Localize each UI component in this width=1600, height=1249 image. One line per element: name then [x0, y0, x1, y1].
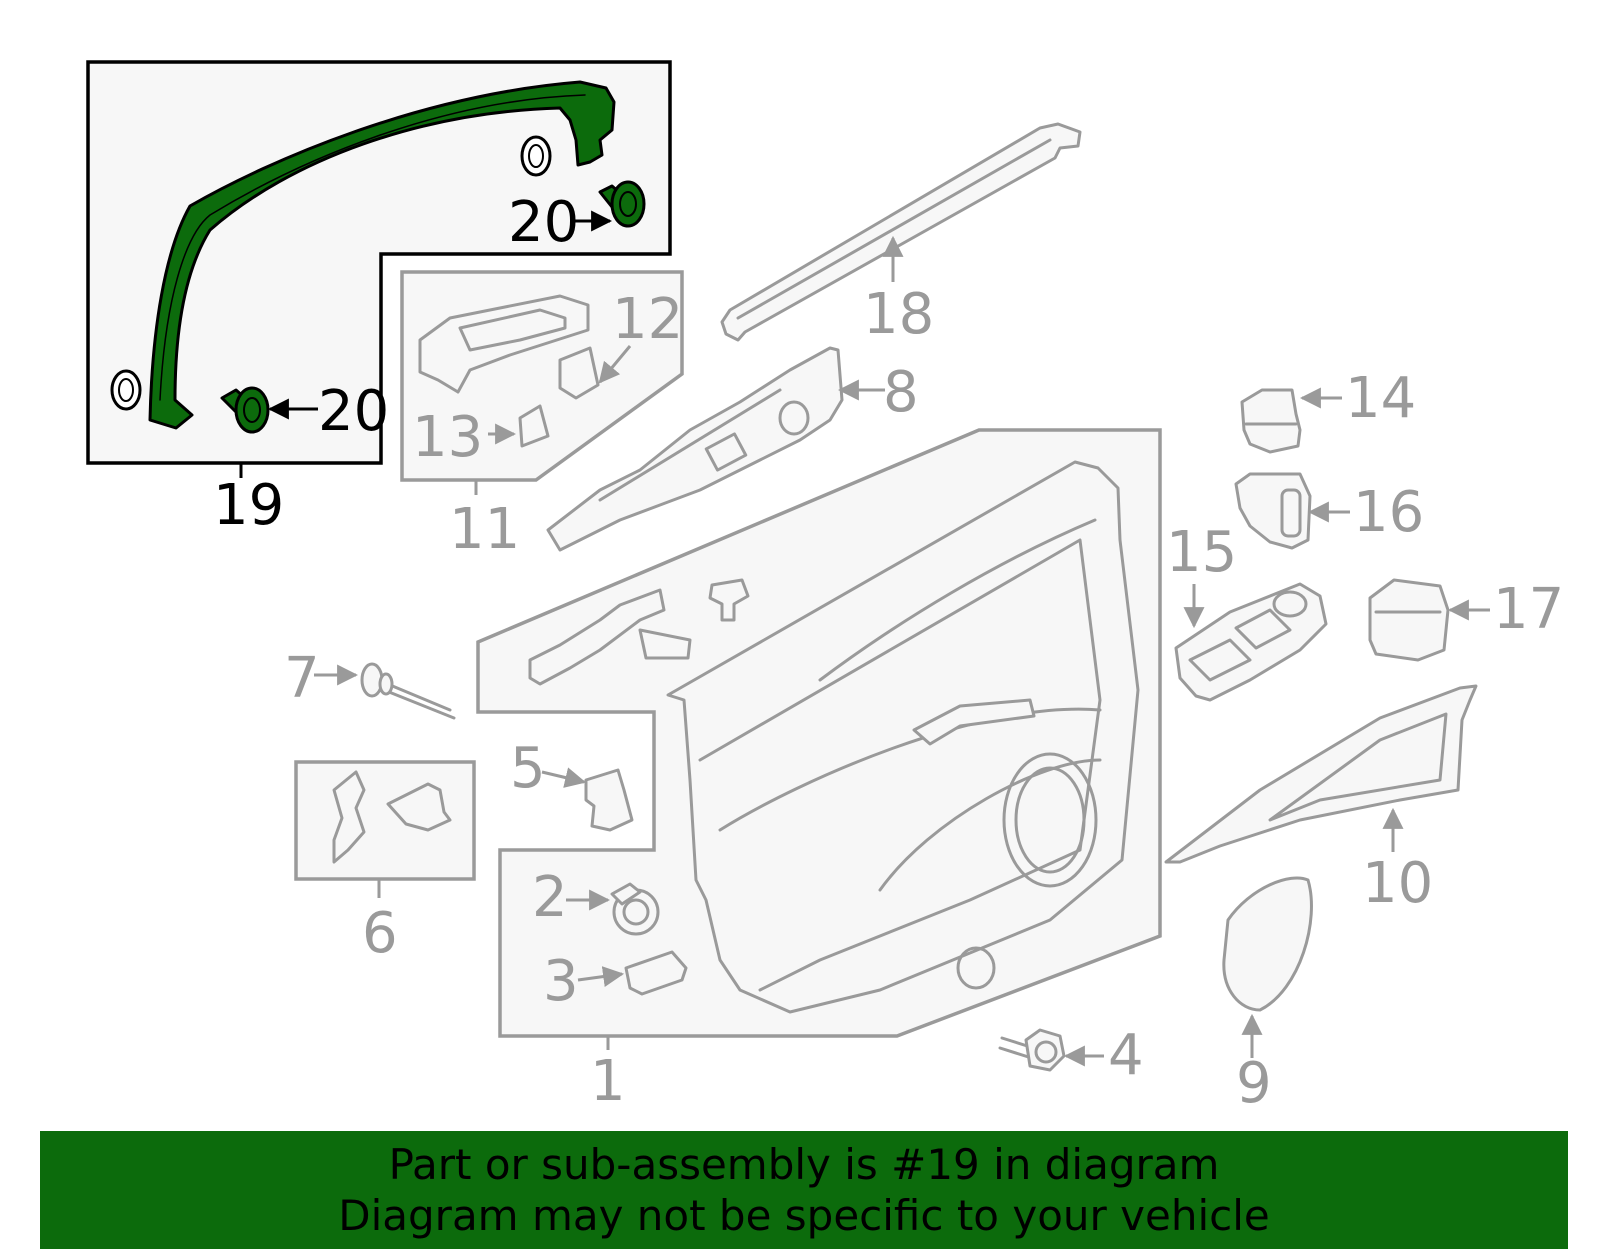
grommet-icon — [110, 369, 142, 411]
callout-19[interactable]: 19 — [213, 473, 284, 538]
part-2-clip[interactable] — [566, 882, 660, 936]
part-20-clip-lower[interactable] — [220, 386, 270, 434]
callout-16[interactable]: 16 — [1353, 480, 1424, 545]
banner-line-2: Diagram may not be specific to your vehi… — [338, 1191, 1270, 1240]
callout-8[interactable]: 8 — [883, 360, 919, 425]
part-3-clip[interactable] — [577, 950, 688, 996]
callout-14[interactable]: 14 — [1345, 366, 1416, 431]
callout-20-lower[interactable]: 20 — [318, 379, 389, 444]
part-10-armrest-trim[interactable] — [1164, 684, 1478, 864]
part-9-speaker-grille[interactable] — [1222, 876, 1313, 1058]
part-6-group[interactable] — [294, 760, 476, 898]
info-banner: Part or sub-assembly is #19 in diagram D… — [40, 1131, 1568, 1249]
part-8-bracket[interactable] — [546, 346, 885, 552]
callout-13[interactable]: 13 — [412, 405, 483, 470]
part-19-group[interactable] — [86, 60, 672, 478]
callout-10[interactable]: 10 — [1362, 851, 1433, 916]
grommet-icon — [520, 135, 552, 177]
part-7-rivet[interactable] — [314, 662, 456, 720]
part-11-group[interactable] — [400, 270, 684, 495]
callout-15[interactable]: 15 — [1166, 520, 1237, 585]
part-5-bracket[interactable] — [541, 767, 634, 832]
callout-12[interactable]: 12 — [612, 287, 683, 352]
callout-18[interactable]: 18 — [863, 282, 934, 347]
callout-6[interactable]: 6 — [362, 901, 398, 966]
door-trim-panel[interactable] — [666, 460, 1140, 1014]
callout-17[interactable]: 17 — [1493, 577, 1564, 642]
part-15-window-switch[interactable] — [1174, 582, 1328, 702]
part-19-window-frame-molding[interactable] — [148, 80, 616, 430]
callout-20-upper[interactable]: 20 — [508, 190, 579, 255]
part-17-switch[interactable] — [1368, 578, 1490, 662]
callout-1[interactable]: 1 — [590, 1049, 626, 1114]
part-20-clip-upper[interactable] — [598, 180, 646, 228]
part-4-bolt[interactable] — [998, 1028, 1104, 1072]
callout-7[interactable]: 7 — [284, 646, 320, 711]
part-1-group[interactable] — [476, 428, 1162, 1050]
callout-11[interactable]: 11 — [449, 497, 520, 562]
part-18-belt-molding[interactable] — [720, 122, 1082, 342]
callout-3[interactable]: 3 — [543, 949, 579, 1014]
callout-4[interactable]: 4 — [1108, 1023, 1144, 1088]
part-14-switch[interactable] — [1240, 387, 1342, 454]
part-16-switch[interactable] — [1234, 472, 1350, 550]
callout-5[interactable]: 5 — [510, 736, 546, 801]
callout-2[interactable]: 2 — [532, 865, 568, 930]
banner-line-1: Part or sub-assembly is #19 in diagram — [388, 1140, 1220, 1189]
callout-9[interactable]: 9 — [1236, 1051, 1272, 1116]
